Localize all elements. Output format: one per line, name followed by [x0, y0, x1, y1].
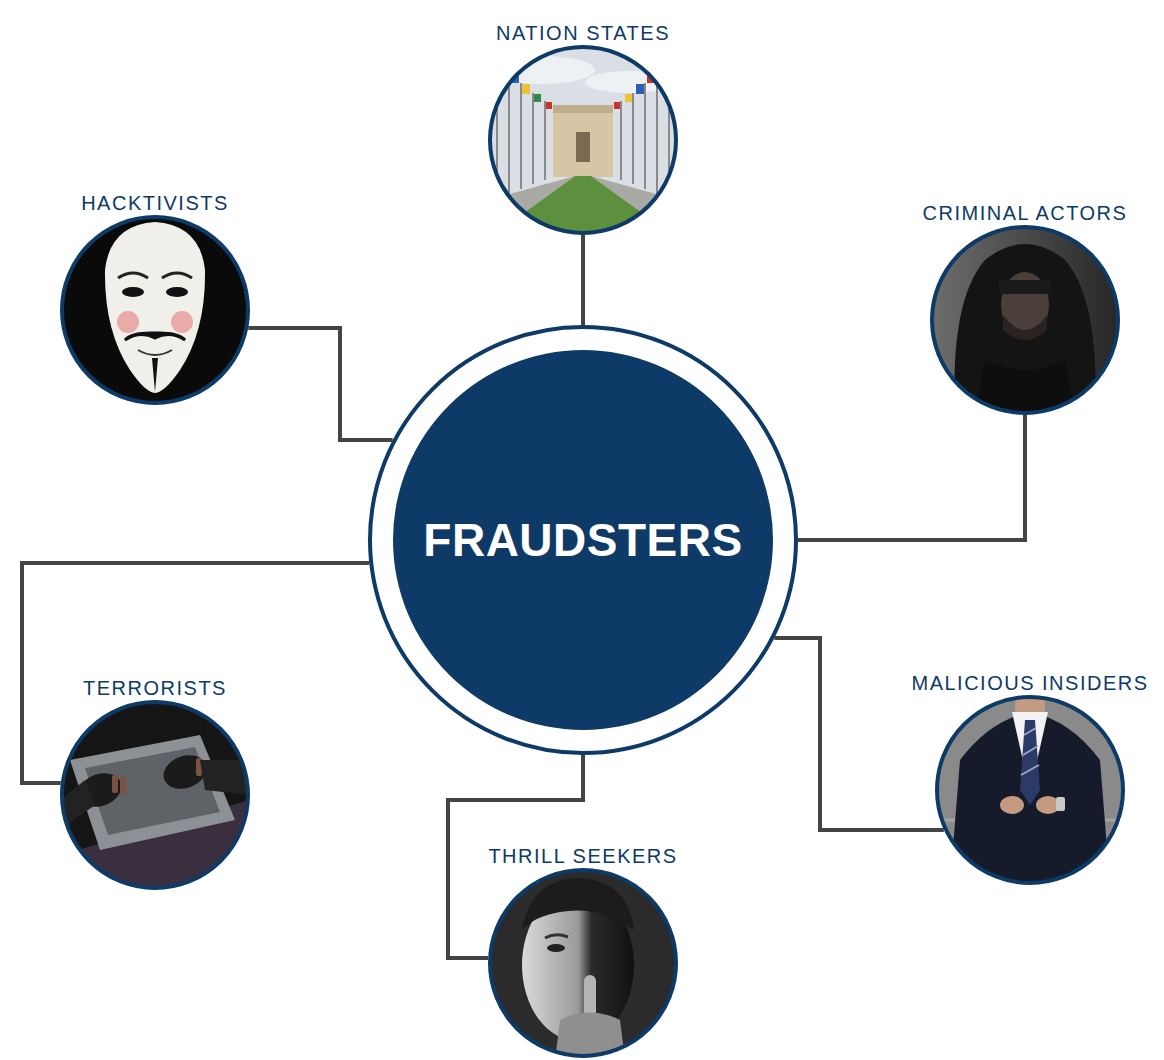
actor-circle: CRIMINAL ACTORS	[930, 225, 1120, 415]
criminal-hood-photo	[930, 225, 1120, 415]
actor-circle: HACKTIVISTS	[60, 215, 250, 405]
nation-states-photo	[485, 45, 680, 240]
actor-label: NATION STATES	[496, 22, 670, 45]
actor-label: THRILL SEEKERS	[488, 845, 677, 868]
thrill-seeker-photo	[488, 868, 678, 1060]
connector-line	[798, 415, 1025, 540]
actor-label: HACKTIVISTS	[81, 192, 229, 215]
center-text-wrap: FRAUDSTERS	[372, 329, 794, 751]
connector-line	[581, 235, 585, 325]
insider-suit-photo	[935, 690, 1125, 885]
terrorist-laptop-photo	[60, 700, 250, 890]
actor-label: MALICIOUS INSIDERS	[911, 672, 1148, 695]
actor-label: TERRORISTS	[83, 677, 227, 700]
center-title: FRAUDSTERS	[423, 513, 742, 567]
hacktivist-mask-photo	[60, 215, 250, 405]
actor-circle: THRILL SEEKERS	[488, 868, 678, 1058]
actor-circle: NATION STATES	[488, 45, 678, 235]
center-disc-fill	[393, 350, 773, 730]
connector-line	[248, 328, 392, 440]
actor-label: CRIMINAL ACTORS	[923, 202, 1128, 225]
actor-circle: MALICIOUS INSIDERS	[935, 695, 1125, 885]
connector-line	[774, 638, 943, 830]
center-circle: FRAUDSTERS	[368, 325, 798, 755]
actor-circle: TERRORISTS	[60, 700, 250, 890]
connector-line	[22, 563, 369, 783]
